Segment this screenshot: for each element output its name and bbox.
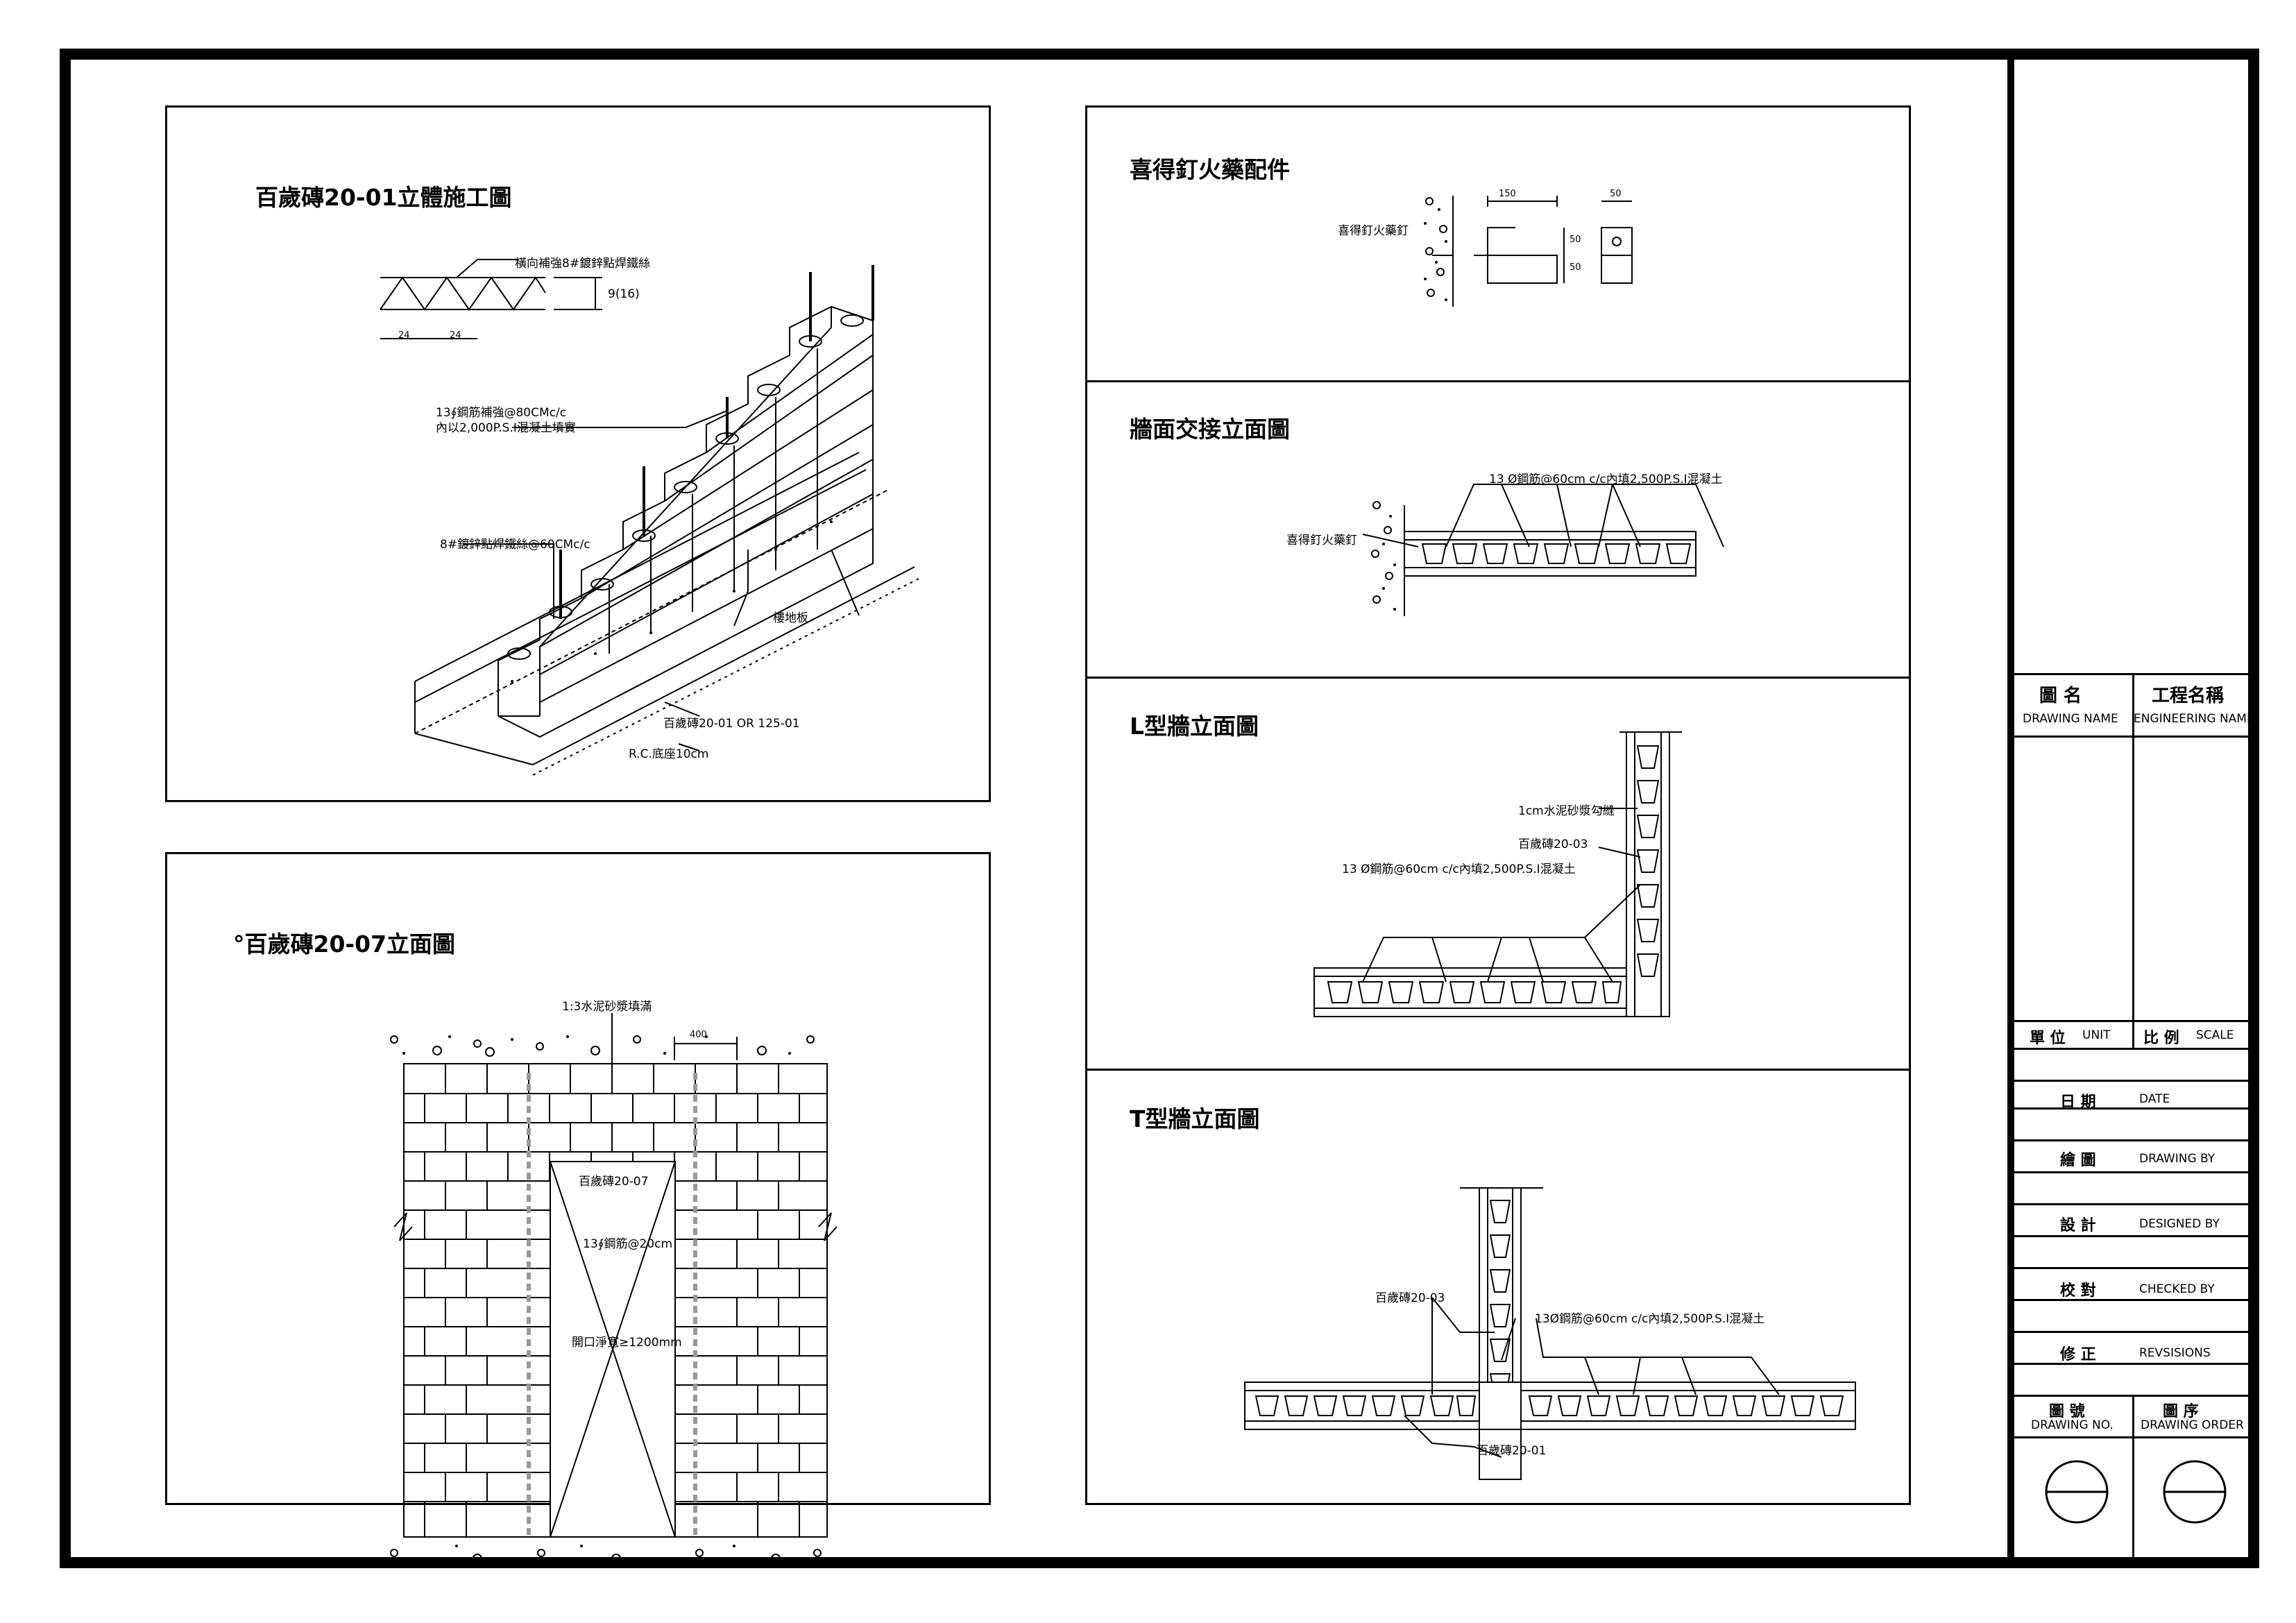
label-d150: 150 bbox=[1499, 189, 1516, 199]
drawing-no-label-en: DRAWING NO. bbox=[2031, 1418, 2114, 1432]
label-nail: 喜得釘火藥釘 bbox=[1338, 224, 1409, 238]
drawing-order-circle bbox=[2163, 1460, 2227, 1524]
label-base: R.C.底座10cm bbox=[629, 747, 709, 761]
label-d50-mid: 50 bbox=[1570, 235, 1581, 245]
title-block: 圖 名 DRAWING NAME 工程名稱 ENGINEERING NAME 單… bbox=[2014, 673, 2254, 1563]
t-wall-drawing bbox=[1244, 1187, 1856, 1480]
label-brick-20-03: 百歲磚20-03 bbox=[1375, 1291, 1445, 1305]
label-brick-20-03: 百歲磚20-03 bbox=[1518, 838, 1588, 851]
label-d50-top: 50 bbox=[1610, 189, 1622, 199]
label-d50-low: 50 bbox=[1570, 262, 1581, 273]
label-dim-a: 24 bbox=[398, 330, 410, 341]
panel-title: T型牆立面圖 bbox=[1130, 1105, 1260, 1132]
panel-3d-construction bbox=[165, 105, 991, 802]
label-rebar: 13 Ø鋼筋@60cm c/c內填2,500P.S.I混凝土 bbox=[1342, 863, 1576, 876]
drawing-order-label: 圖 序 bbox=[2163, 1403, 2199, 1420]
divider bbox=[1085, 677, 1911, 679]
revisions-label: 修 正 bbox=[2060, 1346, 2096, 1363]
drawn-by-label-en: DRAWING BY bbox=[2139, 1152, 2216, 1166]
unit-label: 單 位 bbox=[2030, 1030, 2066, 1047]
date-label: 日 期 bbox=[2060, 1094, 2096, 1111]
isometric-wall-drawing bbox=[380, 259, 922, 776]
designed-by-label: 設 計 bbox=[2060, 1217, 2096, 1234]
panel-right-column bbox=[1085, 105, 1911, 1505]
label-dim-height: 9(16) bbox=[608, 287, 640, 301]
label-brick-20-01: 百歲磚20-01 bbox=[1477, 1444, 1547, 1458]
label-floor: 樓地板 bbox=[773, 611, 808, 625]
drawn-by-label: 繪 圖 bbox=[2060, 1152, 2096, 1169]
scale-label: 比 例 bbox=[2143, 1030, 2179, 1047]
date-label-en: DATE bbox=[2139, 1092, 2170, 1106]
revisions-label-en: REVSISIONS bbox=[2139, 1346, 2211, 1360]
nail-fitting-drawing bbox=[1424, 196, 1633, 307]
drawing-name-label-en: DRAWING NAME bbox=[2023, 712, 2118, 726]
title-block-divider bbox=[2007, 49, 2014, 1568]
panel-title: 牆面交接立面圖 bbox=[1130, 416, 1290, 443]
label-brick-20-07: 百歲磚20-07 bbox=[579, 1175, 649, 1189]
label-nail: 喜得釘火藥釘 bbox=[1286, 534, 1357, 547]
unit-label-en: UNIT bbox=[2082, 1028, 2111, 1042]
scale-label-en: SCALE bbox=[2196, 1028, 2234, 1042]
label-rebar-20cm: 13∮鋼筋@20cm bbox=[583, 1237, 673, 1251]
label-wire: 橫向補強8#鍍鋅點焊鐵絲 bbox=[515, 257, 651, 271]
label-brick: 百歲磚20-01 OR 125-01 bbox=[663, 717, 800, 731]
wall-junction-drawing bbox=[1362, 484, 1724, 616]
project-name-label: 工程名稱 bbox=[2152, 686, 2225, 706]
drawing-order-label-en: DRAWING ORDER bbox=[2141, 1418, 2244, 1432]
designed-by-label-en: DESIGNED BY bbox=[2139, 1217, 2220, 1231]
label-rebar-2: 內以2,000P.S.I混凝土填實 bbox=[436, 421, 576, 435]
label-dim-400: 400 bbox=[690, 1030, 707, 1040]
checked-by-label-en: CHECKED BY bbox=[2139, 1282, 2215, 1296]
label-wire-2: 8#鍍鋅點焊鐵絲@60CMc/c bbox=[440, 538, 590, 552]
drawing-name-label: 圖 名 bbox=[2039, 686, 2082, 706]
brick-elevation-drawing bbox=[390, 1013, 837, 1568]
panel-title: 百歲磚20-01立體施工圖 bbox=[255, 184, 512, 211]
label-opening: 開口淨寬≥1200mm bbox=[572, 1336, 682, 1350]
project-name-label-en: ENGINEERING NAME bbox=[2134, 712, 2254, 726]
label-dim-b: 24 bbox=[450, 330, 461, 341]
label-rebar: 13Ø鋼筋@60cm c/c內填2,500P.S.I混凝土 bbox=[1535, 1312, 1765, 1326]
panel-title: L型牆立面圖 bbox=[1130, 713, 1259, 740]
label-rebar-1: 13∮鋼筋補強@80CMc/c bbox=[436, 406, 567, 420]
panel-title: °百歲磚20-07立面圖 bbox=[233, 931, 456, 958]
label-rebar: 13 Ø鋼筋@60cm c/c內填2,500P.S.I混凝土 bbox=[1489, 473, 1723, 486]
checked-by-label: 校 對 bbox=[2060, 1282, 2096, 1300]
divider bbox=[1085, 1069, 1911, 1071]
panel-title: 喜得釘火藥配件 bbox=[1130, 156, 1290, 183]
l-wall-drawing bbox=[1313, 731, 1682, 1017]
divider bbox=[1085, 380, 1911, 382]
drawing-no-label: 圖 號 bbox=[2049, 1403, 2085, 1420]
label-mortar: 1:3水泥砂漿填滿 bbox=[562, 1000, 652, 1014]
label-joint: 1cm水泥砂漿勾縫 bbox=[1518, 804, 1615, 818]
sheet-border bbox=[60, 49, 2259, 1568]
drawing-no-circle bbox=[2045, 1460, 2109, 1524]
